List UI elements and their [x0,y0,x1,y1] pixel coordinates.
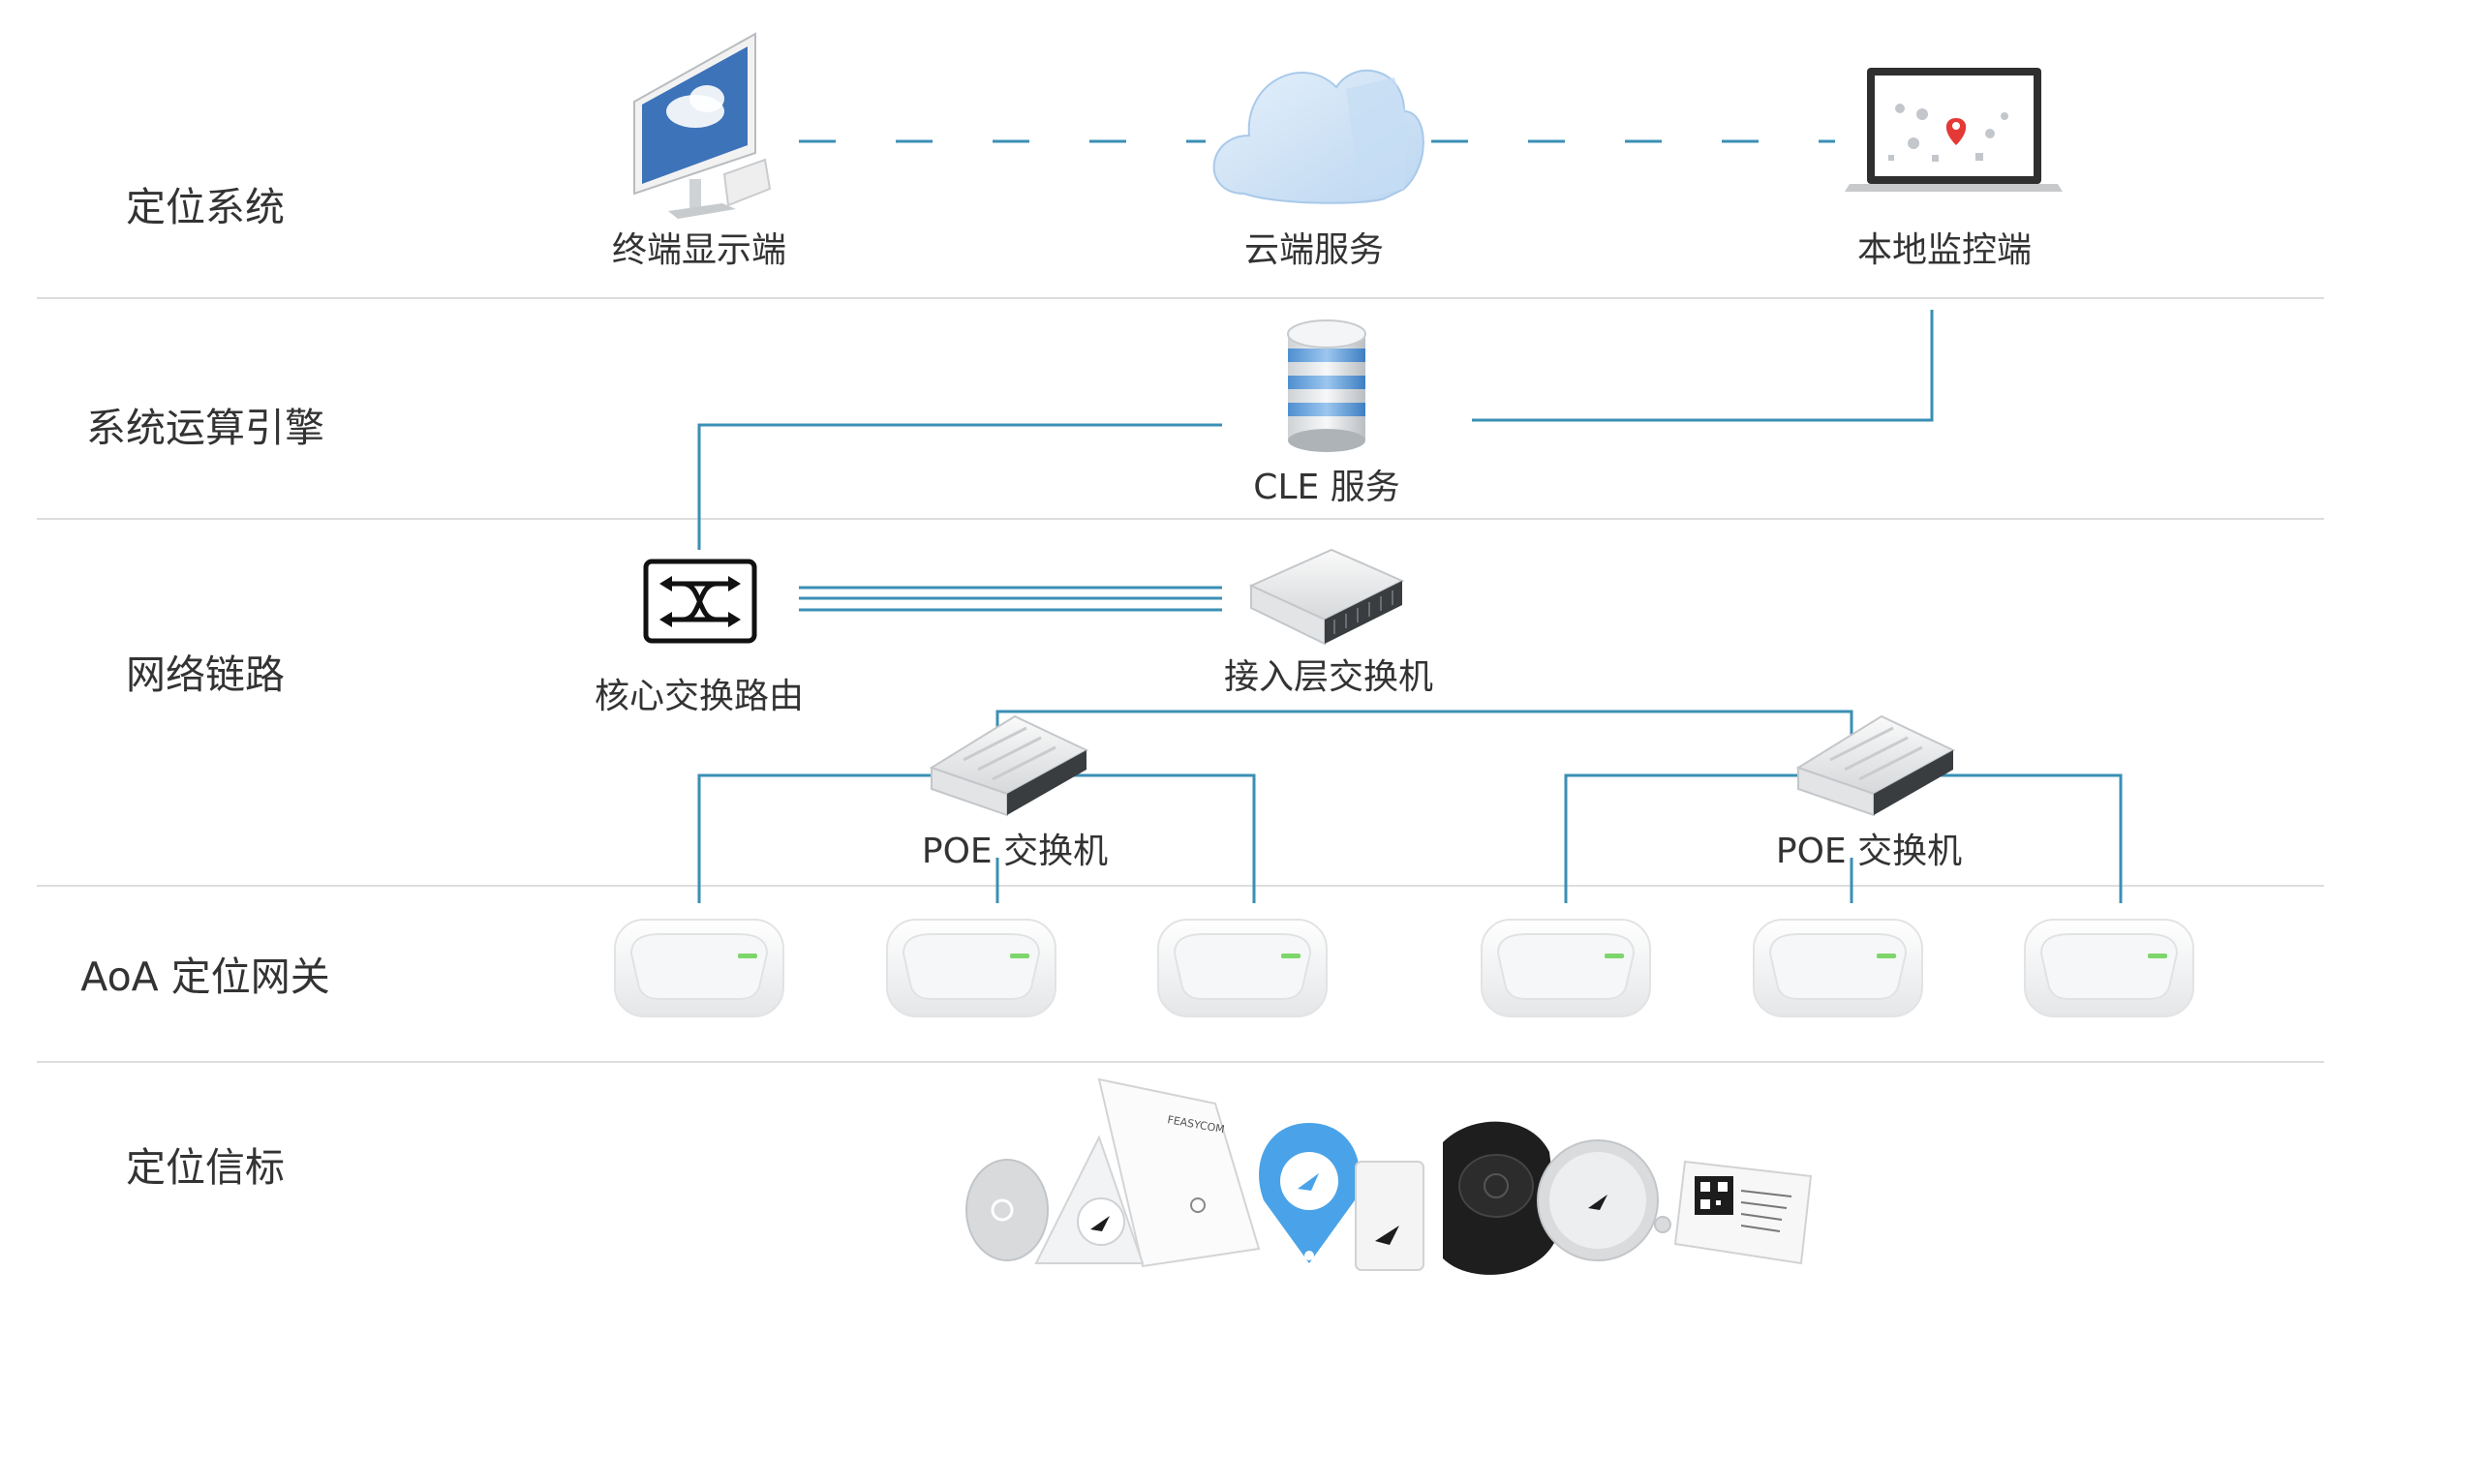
tier-label-aoa-gateway: AoA 定位网关 [80,954,330,1000]
qr-code-icon [1695,1176,1733,1215]
core-switch-label: 核心交换路由 [594,677,805,716]
label-tag-beacon-icon [1673,1160,1813,1265]
poe-switch-left-icon [929,714,1089,817]
database-icon [1287,319,1366,452]
aoa-gateway-icon [614,919,784,1017]
teardrop-beacon-icon [1259,1123,1360,1263]
disc-beacon-icon [1537,1139,1671,1261]
access-switch-label: 接入层交换机 [1223,657,1434,697]
link-cle-monitor [1472,310,1934,422]
tier-label-compute-engine: 系统运算引擎 [86,405,324,451]
round-beacon-icon [965,1159,1049,1261]
poe-left-suffix: 交换机 [1003,832,1109,871]
terminal-display-label: 终端显示端 [611,230,787,270]
aoa-gateway-icon [2024,919,2194,1017]
cloud-icon [1212,69,1424,204]
tier-label-positioning-system: 定位系统 [126,184,285,230]
hanging-tag-package-icon: FEASYCOM [1034,1077,1261,1268]
tier-label-beacon: 定位信标 [126,1144,285,1191]
poe-left-prefix: POE [921,832,993,871]
laptop-icon [1845,68,2063,192]
poe-switch-left-label: POE 交换机 [922,823,1108,873]
link-cle-core [697,423,1222,550]
desktop-monitor-icon [633,32,772,219]
cle-service-label: CLE 服务 [1253,468,1400,507]
poe-right-suffix: 交换机 [1857,832,1963,871]
local-monitor-label: 本地监控端 [1856,230,2033,270]
cloud-service-label: 云端服务 [1243,230,1385,270]
aoa-gateway-icon [1481,919,1651,1017]
access-switch-icon [1248,548,1405,646]
aoa-gateway-icon [1157,919,1328,1017]
map-pin-icon [1945,118,1967,145]
beacon-devices: FEASYCOM [965,1077,1813,1275]
tier-dividers [37,297,2324,1063]
aoa-gateways [614,919,2194,1017]
card-beacon-icon [1355,1161,1424,1271]
link-access-poe [995,710,1853,745]
aoa-gateway-icon [886,919,1056,1017]
solid-links [697,310,2123,903]
core-switch-icon [643,559,757,644]
poe-right-prefix: POE [1775,832,1847,871]
wristband-beacon-icon [1443,1121,1559,1275]
poe-switch-right-icon [1795,714,1956,817]
aoa-gateway-icon [1753,919,1923,1017]
poe-switch-right-label: POE 交换机 [1776,823,1962,873]
tier-label-network-link: 网络链路 [126,651,285,698]
